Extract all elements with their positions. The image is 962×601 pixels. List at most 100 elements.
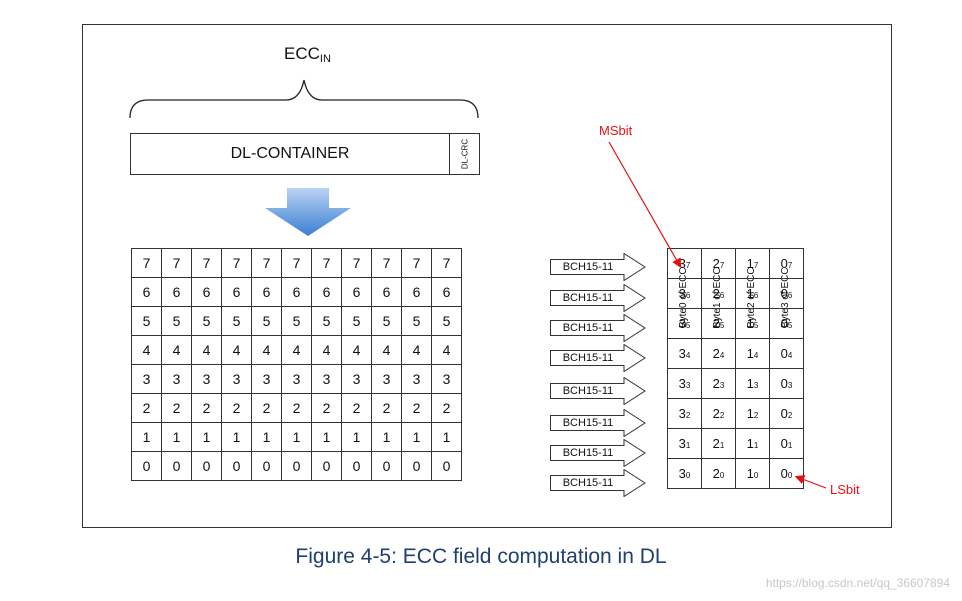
bit-grid-cell: 5 (161, 306, 192, 336)
ecc-bit-index: 2 (787, 411, 793, 420)
ecc-grid-cell: 33 (667, 368, 702, 399)
bit-grid-cell: 4 (341, 335, 372, 365)
dl-container-box: DL-CONTAINER DL-CRC (130, 133, 480, 175)
msbit-label: MSbit (599, 123, 633, 138)
bit-grid-cell: 1 (401, 422, 432, 452)
ecc-byte-index: 0 (780, 256, 788, 271)
ecc-byte-index: 2 (712, 316, 720, 331)
ecc-bit-index: 4 (685, 351, 691, 360)
dl-container-label: DL-CONTAINER (230, 145, 350, 162)
ecc-byte-index: 3 (678, 466, 686, 481)
ecc-bit-index: 1 (719, 441, 725, 450)
bit-grid-cell: 3 (341, 364, 372, 394)
ecc-byte-index: 2 (712, 406, 720, 421)
ecc-byte-index: 2 (712, 346, 720, 361)
msbit-arrow (608, 141, 682, 269)
ecc-bit-index: 2 (685, 411, 691, 420)
lsbit-label: LSbit (830, 482, 860, 497)
bit-grid-cell: 6 (281, 277, 312, 307)
ecc-byte-index: 2 (712, 466, 720, 481)
ecc-grid-cell: 11 (735, 428, 770, 459)
ecc-byte-index: 3 (678, 316, 686, 331)
bit-grid-cell: 7 (161, 248, 192, 278)
ecc-bit-index: 4 (787, 351, 793, 360)
bit-grid-cell: 2 (371, 393, 402, 423)
ecc-bit-index: 0 (719, 471, 725, 480)
ecc-byte-index: 0 (780, 346, 788, 361)
ecc-byte-index: 0 (780, 406, 788, 421)
ecc-grid-cell: 36 (667, 278, 702, 309)
ecc-grid-cell: 31 (667, 428, 702, 459)
bit-grid-cell: 7 (191, 248, 222, 278)
bit-grid-cell: 2 (161, 393, 192, 423)
ecc-grid-cell: 32 (667, 398, 702, 429)
ecc-bit-index: 1 (685, 441, 691, 450)
ecc-grid-cell: 06 (769, 278, 804, 309)
ecc-bit-index: 3 (719, 381, 725, 390)
ecc-byte-index: 1 (746, 316, 754, 331)
bit-grid-cell: 3 (251, 364, 282, 394)
ecc-byte-index: 3 (678, 436, 686, 451)
ecc-byte-index: 1 (746, 436, 754, 451)
bit-grid-cell: 5 (431, 306, 462, 336)
ecc-label-main: ECC (284, 44, 320, 63)
ecc-bit-index: 6 (685, 291, 691, 300)
ecc-byte-index: 1 (746, 286, 754, 301)
ecc-grid-cell: 07 (769, 248, 804, 279)
ecc-byte-index: 0 (780, 376, 788, 391)
ecc-grid-cell: 15 (735, 308, 770, 339)
ecc-bit-index: 6 (787, 291, 793, 300)
ecc-byte-index: 0 (780, 466, 788, 481)
bit-grid-cell: 7 (401, 248, 432, 278)
ecc-byte-index: 0 (780, 316, 788, 331)
ecc-bit-index: 5 (753, 321, 759, 330)
ecc-grid-cell: 22 (701, 398, 736, 429)
bit-grid-cell: 3 (191, 364, 222, 394)
ecc-in-label: ECCIN (284, 44, 331, 65)
ecc-bit-index: 1 (787, 441, 793, 450)
bit-grid-cell: 0 (251, 451, 282, 481)
watermark: https://blog.csdn.net/qq_36607894 (765, 576, 950, 590)
bit-grid-cell: 1 (251, 422, 282, 452)
bit-grid-cell: 1 (341, 422, 372, 452)
bit-grid-cell: 5 (341, 306, 372, 336)
bit-grid-cell: 6 (161, 277, 192, 307)
bit-grid-cell: 0 (341, 451, 372, 481)
ecc-byte-index: 2 (712, 286, 720, 301)
ecc-bit-index: 2 (753, 411, 759, 420)
bit-grid-cell: 0 (281, 451, 312, 481)
ecc-byte-index: 3 (678, 376, 686, 391)
bit-grid-cell: 2 (131, 393, 162, 423)
ecc-bit-index: 1 (753, 441, 759, 450)
ecc-bit-index: 0 (685, 471, 691, 480)
bit-grid-cell: 7 (311, 248, 342, 278)
figure-caption: Figure 4-5: ECC field computation in DL (295, 545, 667, 568)
lsbit-arrow (794, 475, 827, 489)
ecc-bit-index: 0 (753, 471, 759, 480)
bit-grid-cell: 4 (221, 335, 252, 365)
ecc-byte-index: 1 (746, 376, 754, 391)
ecc-byte-index: 1 (746, 346, 754, 361)
ecc-bit-index: 2 (719, 411, 725, 420)
ecc-label-subscript: IN (319, 53, 331, 65)
ecc-byte-index: 2 (712, 256, 720, 271)
ecc-byte-index: 2 (712, 376, 720, 391)
bit-grid-cell: 6 (311, 277, 342, 307)
ecc-byte-index: 0 (780, 286, 788, 301)
ecc-bit-index: 5 (685, 321, 691, 330)
ecc-byte-index: 1 (746, 466, 754, 481)
ecc-byte-index: 1 (746, 406, 754, 421)
ecc-byte-index: 3 (678, 286, 686, 301)
bit-grid-cell: 5 (401, 306, 432, 336)
bit-grid-cell: 0 (191, 451, 222, 481)
